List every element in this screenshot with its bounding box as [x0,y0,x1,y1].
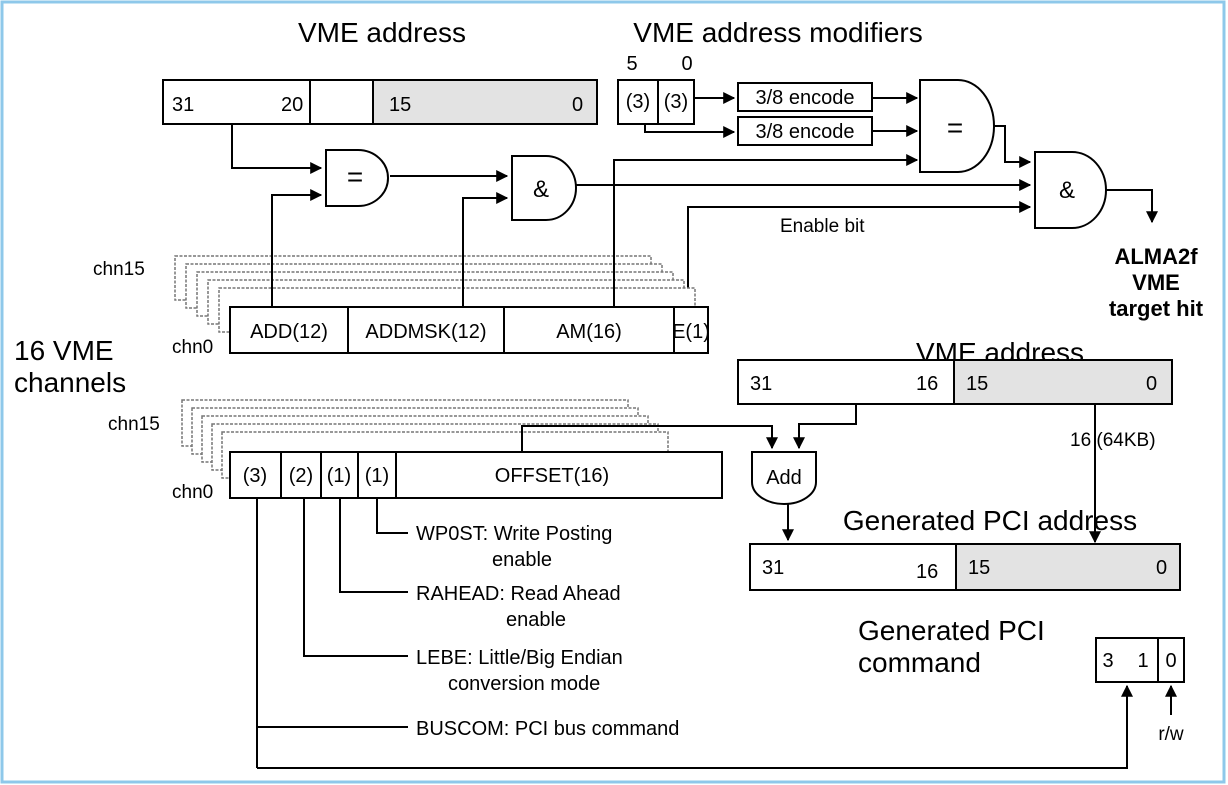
pci-command-register: 3 1 0 [1095,637,1185,683]
rw-label: r/w [1158,724,1184,745]
vme-address-modifiers-title: VME address modifiers [633,17,922,48]
am-register: (3) (3) [617,79,695,125]
rahead-desc-line1: RAHEAD: Read Ahead [416,583,621,605]
bit15-label: 15 [389,94,411,116]
bit0-label: 0 [1165,650,1176,672]
offset-field: OFFSET(16) [495,465,609,487]
am-bit5-label: 5 [626,53,637,75]
buscom-field: (3) [243,465,267,487]
buscom-desc: BUSCOM: PCI bus command [416,718,679,740]
address-compare-gate: = [325,149,389,207]
bit31-label: 31 [172,94,194,116]
am-field-b: (3) [664,91,688,113]
chn0-label-bottom: chn0 [172,482,213,503]
lebe-desc-line1: LEBE: Little/Big Endian [416,647,623,669]
am-bit0-label: 0 [681,53,692,75]
vme-address-title: VME address [298,17,466,48]
bit1-label: 1 [1137,650,1148,672]
bit15-label: 15 [966,373,988,395]
bit20-label: 20 [281,94,303,116]
svg-text:&: & [1059,177,1075,204]
svg-text:3/8 encode: 3/8 encode [756,121,855,143]
bit16-label: 16 [916,561,938,583]
generated-pci-command-line2: command [858,647,981,678]
bit0-label: 0 [572,94,583,116]
chn15-label-top: chn15 [93,259,145,280]
rahead-desc-line2: enable [506,609,566,631]
adder: Add [751,451,817,505]
top-vme-address-register: 31 20 15 0 [162,79,598,125]
lebe-desc-line2: conversion mode [448,673,600,695]
sixteen-vme-label-line1: 16 VME [14,335,114,366]
svg-text:Add: Add [766,467,802,489]
wp0st-desc-line1: WP0ST: Write Posting [416,523,612,545]
bit0-label: 0 [1146,373,1157,395]
encoder-2: 3/8 encode [737,116,873,146]
bit3-label: 3 [1102,650,1113,672]
pci-address-register: 31 16 15 0 [749,543,1181,591]
am-field: AM(16) [556,321,622,343]
bit31-label: 31 [750,373,772,395]
channel-register-bottom: (3) (2) (1) (1) OFFSET(16) [229,451,723,499]
svg-text:&: & [533,176,549,203]
add-field: ADD(12) [250,321,328,343]
chn0-label-top: chn0 [172,337,213,358]
lower-16-bits-label: 16 (64KB) [1070,430,1156,451]
addmsk-field: ADDMSK(12) [365,321,486,343]
rahead-field: (1) [327,465,351,487]
target-hit-and-gate: & [1034,151,1107,229]
bit0-label: 0 [1156,557,1167,579]
channel-register-top: ADD(12) ADDMSK(12) AM(16) E(1) [229,306,710,354]
output-label-line2: VME [1132,270,1180,295]
svg-text:=: = [347,161,363,192]
address-and-gate: & [511,155,577,221]
generated-pci-command-line1: Generated PCI [858,615,1045,646]
e-field: E(1) [672,321,710,343]
right-vme-address-register: 31 16 15 0 [737,359,1173,405]
bit31-label: 31 [762,557,784,579]
wp0st-field: (1) [365,465,389,487]
chn15-label-bottom: chn15 [108,414,160,435]
svg-text:3/8 encode: 3/8 encode [756,87,855,109]
bit15-label: 15 [968,557,990,579]
sixteen-vme-label-line2: channels [14,367,126,398]
bit16-label: 16 [916,373,938,395]
wp0st-desc-line2: enable [492,549,552,571]
svg-text:=: = [947,112,963,143]
output-label-line3: target hit [1109,296,1204,321]
enable-bit-label: Enable bit [780,216,865,237]
lebe-field: (2) [289,465,313,487]
encoder-1: 3/8 encode [737,82,873,112]
output-label-line1: ALMA2f [1114,244,1198,269]
generated-pci-address-title: Generated PCI address [843,505,1137,536]
am-field-a: (3) [626,91,650,113]
am-compare-gate: = [919,79,995,173]
